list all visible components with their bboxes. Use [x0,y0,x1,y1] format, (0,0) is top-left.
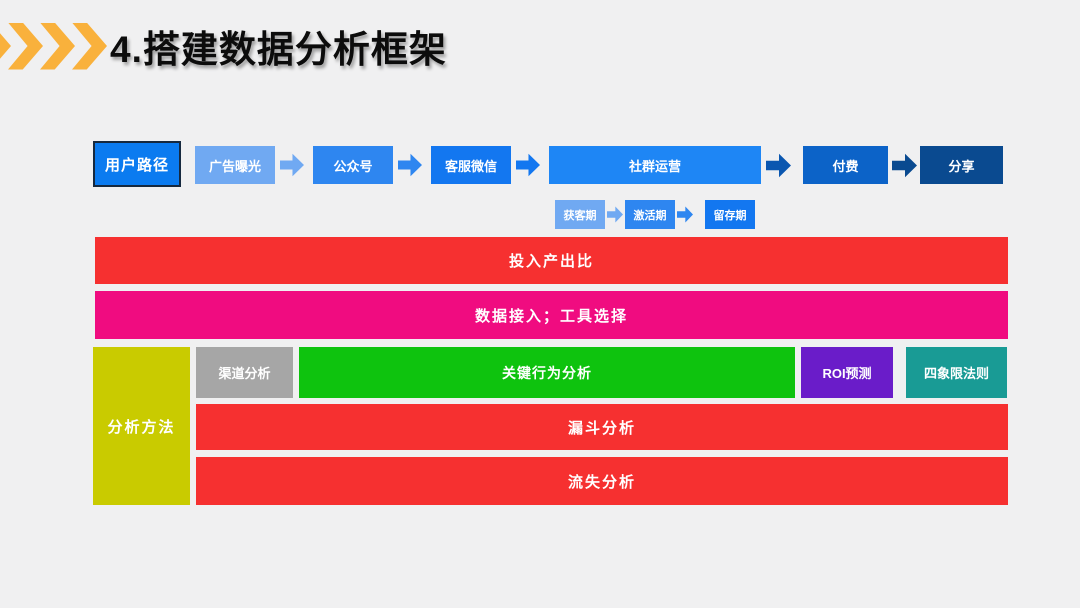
method-channel-analysis: 渠道分析 [196,347,293,398]
chevron-right-icon [0,22,11,70]
bar-funnel-analysis: 漏斗分析 [196,404,1008,450]
arrow-right-icon [607,206,623,223]
substep-acquisition: 获客期 [555,200,605,229]
bar-data-access-tools: 数据接入；工具选择 [95,291,1008,339]
arrow-right-icon [677,206,693,223]
arrow-right-icon [766,153,791,178]
chevrons-icon [0,22,107,70]
step-payment: 付费 [803,146,888,184]
arrow-right-icon [516,153,540,177]
user-path-label: 用户路径 [93,141,181,187]
substep-retention: 留存期 [705,200,755,229]
bar-churn-analysis: 流失分析 [196,457,1008,505]
substep-activation: 激活期 [625,200,675,229]
arrow-right-icon [398,153,422,177]
arrow-right-icon [892,153,917,178]
slide-header: 4.搭建数据分析框架 [0,18,447,74]
step-ad-exposure: 广告曝光 [195,146,275,184]
bar-input-output-ratio: 投入产出比 [95,237,1008,284]
arrow-right-icon [280,153,304,177]
step-official-account: 公众号 [313,146,393,184]
step-share: 分享 [920,146,1003,184]
method-key-behavior-analysis: 关键行为分析 [299,347,795,398]
method-four-quadrant-rule: 四象限法则 [906,347,1007,398]
step-customer-service-wechat: 客服微信 [431,146,511,184]
slide-title: 4.搭建数据分析框架 [110,29,447,70]
chevron-right-icon [8,22,43,70]
step-community-operation: 社群运营 [549,146,761,184]
chevron-right-icon [40,22,75,70]
chevron-right-icon [72,22,107,70]
analysis-methods-label: 分析方法 [93,347,190,505]
method-roi-forecast: ROI预测 [801,347,893,398]
